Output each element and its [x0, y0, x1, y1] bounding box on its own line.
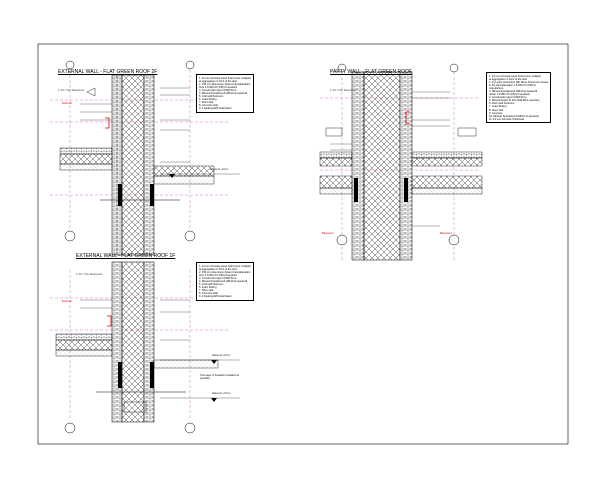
note-line: at aggregation in front of the duct	[489, 77, 528, 81]
note-line: 4. Mineral Textrakoond (MF10 at squared)	[199, 279, 248, 283]
note-line: 9. 2 Sealing ED5 shall fastm	[199, 107, 232, 111]
leader-lines	[80, 87, 190, 163]
wall-inner-leaf	[143, 261, 155, 423]
floor-insulation	[153, 165, 215, 177]
detail-3-red-label: External	[62, 300, 72, 303]
detail-2-title: PARTY WALL - FLAT GREEN ROOF	[330, 69, 412, 75]
note-line: 5. Grid wall Textroom	[199, 283, 224, 287]
note-line: 3. Construction layer (FSM 5cm)	[199, 276, 237, 280]
note-line: 2. 2x Lower Aluminium (fill) Minor Alumi…	[489, 80, 549, 84]
detail-3-subtitle: 1:10 / Not Required	[76, 272, 103, 276]
note-line: 5. Mineral board 2x Fire (Fall Mine requ…	[489, 99, 540, 103]
note-line: 10. Mineral Textrakoond (MF10 at squared…	[489, 114, 539, 118]
detail-3-title: EXTERNAL WALL - FLAT GREEN ROOF 1F	[76, 253, 176, 259]
detail-2-subtitle: 1:10 / Not Required	[330, 88, 357, 92]
detail-3-level-label-bottom: Above Ax +0.0 m	[212, 392, 231, 395]
note-line: 2. 150 mm Aluminium (lower) transplantat…	[199, 82, 251, 86]
wall-brick-leaf	[351, 71, 365, 261]
note-line: 11. 12 mm Grimsite Chipboard	[489, 117, 525, 121]
note-line: 6. Load Testing	[199, 98, 217, 102]
detail-external-wall-2f	[50, 60, 240, 256]
wall-insulation	[121, 261, 145, 423]
detail-external-wall-1f	[50, 261, 240, 434]
note-line: 3. Mineral Textrakoond (MF10 at squared)	[489, 89, 538, 93]
note-line: 2. 150 mm Aluminium (lower) transplantat…	[199, 270, 251, 274]
note-line: at aggregation in front of the duct	[199, 267, 238, 271]
note-line: at aggregation in front of the duct	[199, 79, 238, 83]
detail-1-notes: 1. 12 mm Grimsite wood board (one multip…	[196, 74, 254, 114]
steel-post	[150, 184, 154, 206]
note-line: 9. Concrete	[489, 111, 503, 115]
wall-inner-leaf	[143, 74, 155, 256]
detail-2-header: PARTY WALL - FLAT GREEN ROOF 1:10 / Not …	[330, 60, 412, 96]
note-line: 5. Grid wall Textroom	[199, 95, 224, 99]
note-line: 8. Floor slab	[489, 108, 504, 112]
wall-insulation	[121, 74, 145, 256]
detail-1-header: EXTERNAL WALL - FLAT GREEN ROOF 2F 1:10 …	[58, 60, 157, 96]
note-line: in the transplantation 1.8 WD-XX (FB) AI	[489, 83, 536, 87]
note-line: from 1.8 WD-XX (FB) AI squared	[199, 273, 237, 277]
steel-post	[118, 184, 122, 206]
flashing-red	[105, 117, 110, 129]
note-line: 1. 12 mm Grimsite wood board (one multip…	[199, 76, 251, 80]
detail-3-notes: 1. 12 mm Grimsite wood board (one multip…	[196, 262, 254, 302]
note-line: 7. Floor slab	[199, 289, 214, 293]
detail-3-annotation: Tree Layer of Insulation Insulation as s…	[200, 374, 240, 380]
note-line: 3. Construction layer (FSM 5cm)	[199, 88, 237, 92]
detail-1-red-label: External	[62, 102, 72, 105]
note-line: 8. Concrete slab	[199, 292, 218, 296]
note-line: 7. Floor slab	[199, 101, 214, 105]
sheet-border	[37, 43, 569, 445]
grid-bubbles	[64, 422, 196, 434]
note-line: 9. 2 Sealing ED5 shall fastm	[199, 295, 232, 299]
detail-1-subtitle: 1:10 / Not Required	[58, 88, 85, 92]
detail-2-notes: 1. 12 mm Grimsite wood board (one multip…	[486, 72, 552, 124]
note-line: 6. Floor wall Textroom	[489, 102, 515, 106]
detail-2-red-label-right: Basement	[440, 232, 452, 235]
detail-2-red-label-left: Basement	[322, 232, 334, 235]
leader-lines	[330, 91, 450, 227]
wall-inner-leaf	[399, 71, 413, 261]
leader-lines	[80, 299, 190, 341]
note-line: 8. Concrete slab	[199, 104, 218, 108]
floor-slab	[153, 175, 215, 185]
note-line: 4. Mineral Textrakoond (MF10 at squared)	[199, 91, 248, 95]
detail-party-wall	[319, 63, 483, 261]
grid-bubbles	[64, 60, 196, 242]
flashing-red	[107, 315, 112, 327]
roof-green-layer	[59, 147, 113, 155]
note-line: manufacture	[489, 86, 504, 90]
note-line: 7. Load Testing	[489, 105, 507, 109]
note-line: 1. 12 mm Grimsite wood board (one multip…	[489, 74, 541, 78]
roof-slab	[59, 163, 113, 171]
note-line: 1. 12 mm Grimsite wood board (one multip…	[199, 264, 251, 268]
detail-3-header: EXTERNAL WALL - FLAT GREEN ROOF 1F 1:10 …	[76, 244, 175, 280]
wall-brick-leaf	[111, 261, 123, 423]
roof-insulation	[59, 153, 113, 165]
detail-1-level-label: Above Ax +0.0 m	[210, 168, 229, 171]
note-line: (lower 1.8 WD-XX (FB) AI squared)	[489, 93, 530, 97]
flashing-red	[405, 111, 410, 125]
note-line: 6. Load Testing	[199, 286, 217, 290]
note-line: 4. Construction layer (FSM 5cm)	[489, 96, 527, 100]
wall-insulation	[363, 71, 401, 261]
detail-3-level-label-top: Above Ax +0.0 m	[212, 354, 231, 357]
detail-1-title: EXTERNAL WALL - FLAT GREEN ROOF 2F	[58, 69, 158, 75]
grid-bubbles	[336, 63, 460, 246]
note-line: from 1.8 WD-XX (FB) AI squared	[199, 85, 237, 89]
